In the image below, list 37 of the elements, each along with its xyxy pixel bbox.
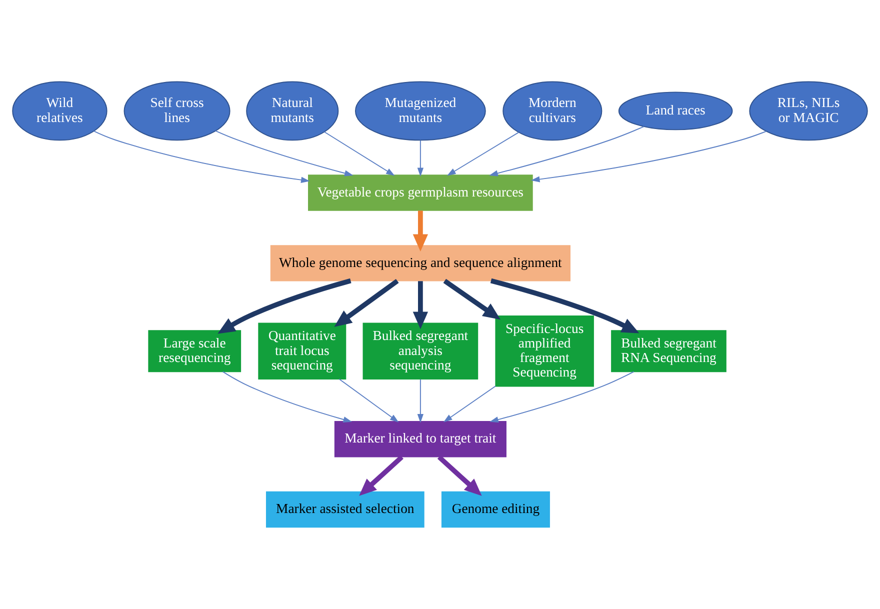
node-box: Quantitative trait locus sequencing xyxy=(258,322,346,380)
node-box: Specific-locus amplified fragment Sequencing xyxy=(495,315,594,387)
arrow xyxy=(530,130,767,182)
arrow xyxy=(489,126,644,176)
node-box: Marker assisted selection xyxy=(266,491,424,528)
arrow xyxy=(412,281,428,330)
node-ellipse: Natural mutants xyxy=(246,81,339,141)
node-ellipse: Land races xyxy=(618,92,733,130)
arrow xyxy=(490,371,634,423)
arrow xyxy=(218,278,352,334)
arrow xyxy=(412,210,428,252)
node-box: Large scale resequencing xyxy=(148,330,242,372)
arrow xyxy=(338,378,399,422)
node-ellipse: Mordern cultivars xyxy=(502,81,602,141)
arrow xyxy=(214,130,354,176)
arrow xyxy=(437,455,482,496)
arrow xyxy=(446,132,520,176)
arrow xyxy=(443,386,496,422)
arrow xyxy=(324,131,395,176)
arrow xyxy=(417,378,424,423)
arrow xyxy=(443,278,501,320)
arrow xyxy=(417,140,424,177)
node-ellipse: Wild relatives xyxy=(12,81,108,141)
node-box: Whole genome sequencing and sequence alignment xyxy=(270,245,570,282)
arrow xyxy=(334,278,399,327)
node-ellipse: Self cross lines xyxy=(124,81,230,141)
arrow xyxy=(93,130,310,183)
node-box: Bulked segregant RNA Sequencing xyxy=(611,330,726,372)
node-box: Marker linked to target trait xyxy=(334,421,506,458)
arrow xyxy=(359,455,404,496)
arrow xyxy=(490,278,640,334)
node-ellipse: Mutagenized mutants xyxy=(355,81,486,141)
node-box: Genome editing xyxy=(441,491,550,528)
node-box: Bulked segregant analysis sequencing xyxy=(362,322,478,380)
arrow xyxy=(222,371,352,422)
node-box: Vegetable crops germplasm resources xyxy=(308,174,533,211)
node-ellipse: RILs, NILs or MAGIC xyxy=(749,81,868,141)
